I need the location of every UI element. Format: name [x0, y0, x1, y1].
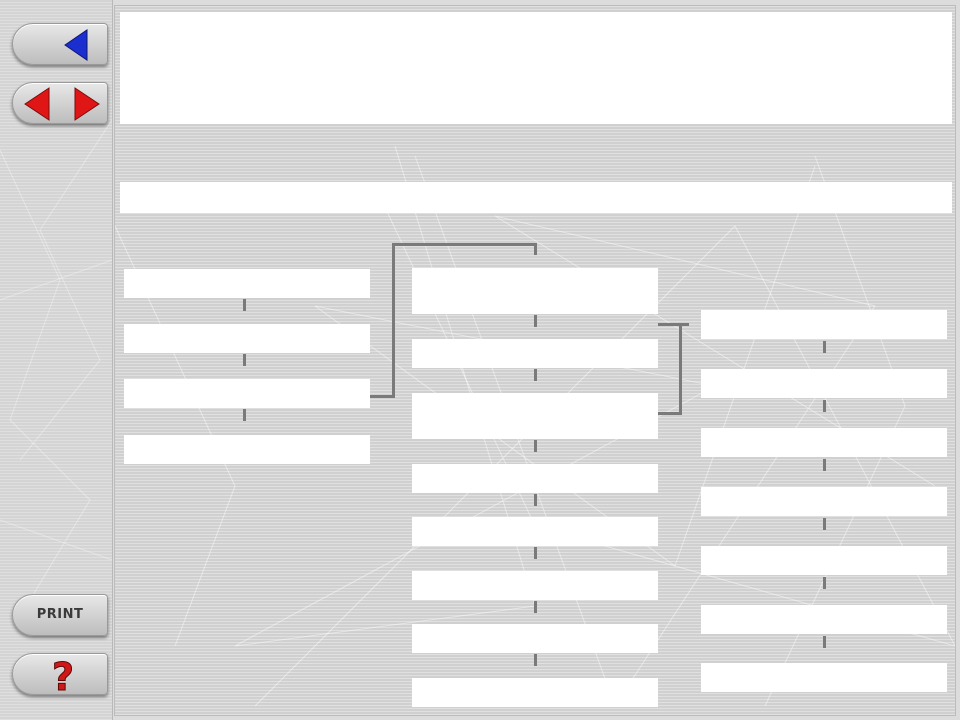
connector — [534, 601, 537, 613]
help-button[interactable]: ? — [12, 653, 108, 697]
list-item — [701, 663, 947, 692]
page-subtitle — [120, 182, 952, 213]
connector — [243, 299, 246, 311]
connector — [534, 654, 537, 666]
svg-text:?: ? — [52, 655, 74, 696]
list-item — [412, 393, 658, 439]
connector — [823, 636, 826, 648]
connector — [823, 518, 826, 530]
connector — [679, 323, 689, 326]
connector — [534, 440, 537, 452]
prev-next-buttons — [12, 82, 108, 124]
back-button[interactable] — [12, 23, 108, 65]
list-item — [124, 324, 370, 353]
main-panel — [114, 5, 956, 716]
print-button[interactable]: PRINT — [12, 594, 108, 636]
list-item — [701, 428, 947, 457]
list-item — [701, 546, 947, 575]
list-item — [701, 369, 947, 398]
list-item — [124, 435, 370, 464]
connector — [370, 243, 395, 398]
print-label: PRINT — [36, 607, 84, 622]
back-arrow-icon — [64, 29, 88, 61]
connector — [534, 547, 537, 559]
connector — [823, 459, 826, 471]
connector — [658, 323, 682, 415]
list-item — [412, 464, 658, 493]
connector — [534, 369, 537, 381]
connector — [534, 315, 537, 327]
list-item — [412, 678, 658, 707]
list-item — [701, 605, 947, 634]
list-item — [412, 339, 658, 368]
list-item — [124, 379, 370, 408]
list-item — [412, 571, 658, 600]
connector — [534, 243, 537, 255]
list-item — [701, 310, 947, 339]
connector — [823, 400, 826, 412]
background-pattern — [0, 119, 112, 601]
connector — [534, 494, 537, 506]
list-item — [412, 268, 658, 314]
question-mark-icon: ? — [51, 655, 74, 697]
connector — [392, 243, 537, 246]
connector — [243, 409, 246, 421]
list-item — [701, 487, 947, 516]
connector — [823, 577, 826, 589]
list-item — [412, 624, 658, 653]
connector — [823, 341, 826, 353]
list-item — [412, 517, 658, 546]
connector — [243, 354, 246, 366]
previous-arrow-icon[interactable] — [13, 83, 109, 125]
list-item — [124, 269, 370, 298]
sidebar: PRINT ? — [0, 0, 113, 720]
page-title — [120, 12, 952, 124]
